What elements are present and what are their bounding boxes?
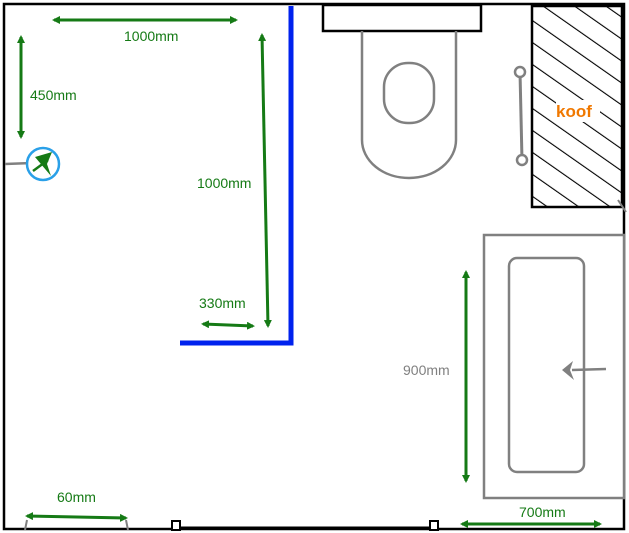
bottom-left-stub-b (125, 519, 129, 531)
dim-label-partition-return: 330mm (199, 295, 246, 311)
bath-inner (507, 256, 586, 474)
koof-wall-connector (617, 199, 627, 213)
bath (482, 233, 626, 500)
dim-label-bath-length: 900mm (403, 362, 450, 378)
door-jamb-left (171, 520, 181, 531)
dim-label-bottom-right: 700mm (519, 504, 566, 520)
koof-label: koof (556, 102, 592, 121)
dim-label-top-width: 1000mm (124, 28, 178, 44)
dim-arrow-bottom-left (25, 512, 128, 522)
toilet-cistern (321, 3, 483, 33)
toilet-bowl (360, 31, 458, 180)
toilet-seat-opening (382, 61, 436, 125)
dim-label-bottom-left: 60mm (57, 489, 96, 505)
bottom-left-stub-a (24, 519, 28, 531)
dim-label-partition-length: 1000mm (197, 175, 251, 191)
toilet (321, 3, 483, 180)
dim-arrow-partition-return (201, 320, 255, 330)
dim-label-left-offset: 450mm (30, 87, 77, 103)
door-jamb-right (429, 520, 439, 531)
partition-wall (180, 6, 294, 346)
grab-bar-icon (513, 65, 529, 167)
tap-icon (562, 361, 607, 380)
dim-arrow-partition-length (258, 33, 272, 328)
floor-drain-icon (4, 146, 61, 182)
koof-label-bg (556, 100, 600, 122)
